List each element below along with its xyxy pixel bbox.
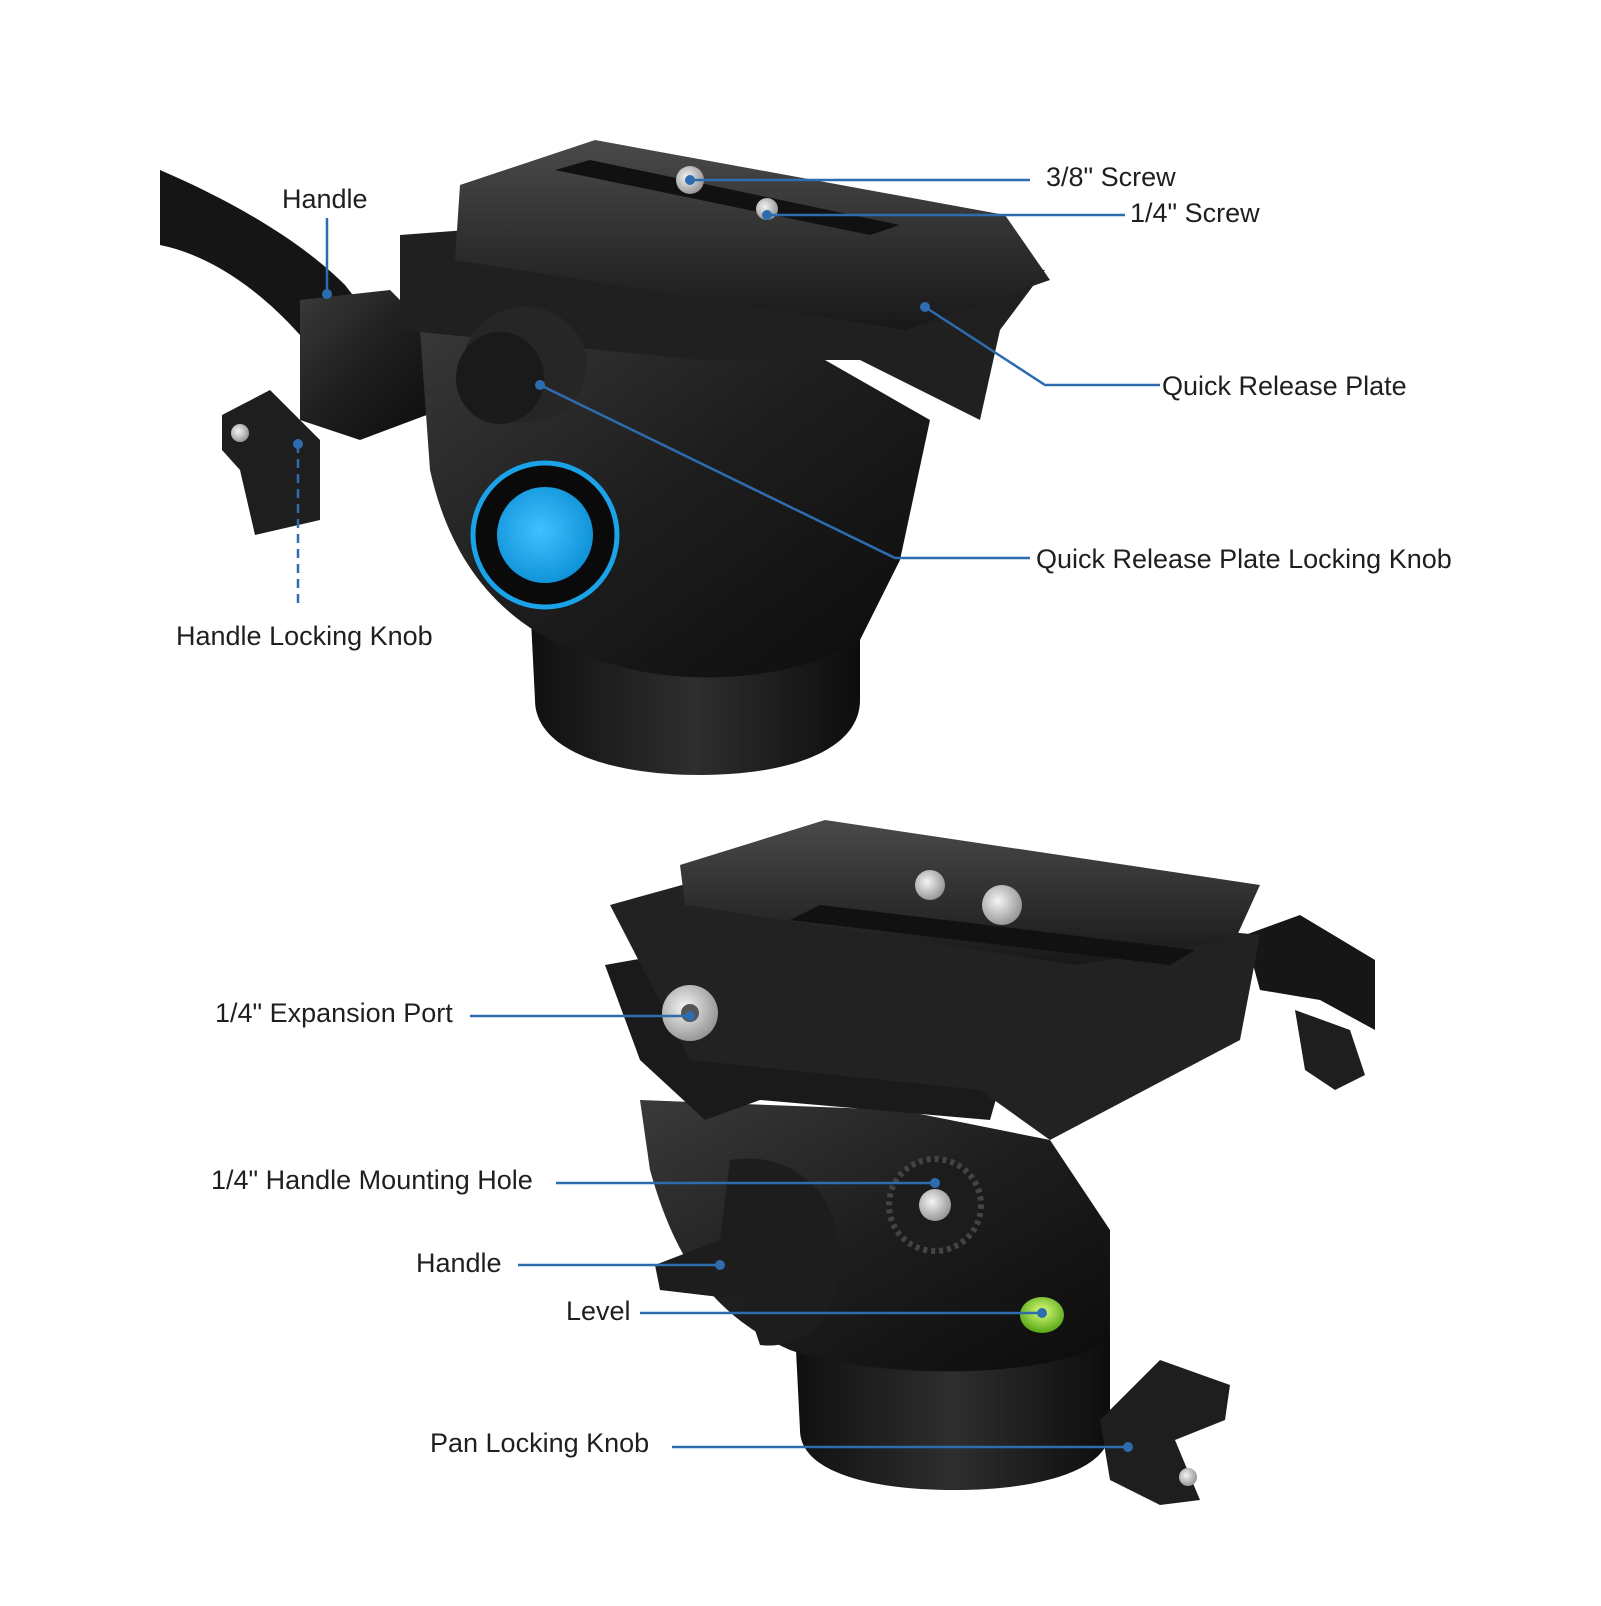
bottom-handle-arm bbox=[1245, 915, 1375, 1030]
dot-handle bbox=[322, 289, 332, 299]
dot-pan-locking-knob bbox=[1123, 1442, 1133, 1452]
label-handle-top: Handle bbox=[282, 184, 368, 214]
top-fluid-head bbox=[160, 140, 1050, 775]
label-quick-release-plate: Quick Release Plate bbox=[1162, 371, 1407, 401]
bottom-fluid-head bbox=[605, 820, 1375, 1505]
dot-expansion-port bbox=[685, 1011, 695, 1021]
top-leader-dots bbox=[293, 175, 930, 449]
label-level: Level bbox=[566, 1296, 631, 1326]
bottom-base bbox=[795, 1330, 1110, 1490]
pan-locking-knob-shape bbox=[1100, 1360, 1230, 1505]
dot-screw-14 bbox=[762, 210, 772, 220]
handle-knob-screw-icon bbox=[231, 424, 249, 442]
label-handle-locking-knob: Handle Locking Knob bbox=[176, 621, 433, 651]
pan-knob-screw-icon bbox=[1179, 1468, 1197, 1486]
dot-quick-release-plate bbox=[920, 302, 930, 312]
bottom-leader-dots bbox=[685, 1011, 1133, 1452]
dot-screw-38 bbox=[685, 175, 695, 185]
dot-handle-locking-knob bbox=[293, 439, 303, 449]
label-screw-38: 3/8" Screw bbox=[1046, 162, 1176, 192]
leader-quick-release-plate bbox=[924, 305, 1160, 387]
label-pan-locking-knob: Pan Locking Knob bbox=[430, 1428, 650, 1458]
bottom-screw-large-icon bbox=[982, 885, 1022, 925]
label-screw-14: 1/4" Screw bbox=[1130, 198, 1260, 228]
quick-release-plate-shape bbox=[455, 140, 1050, 330]
dot-level bbox=[1037, 1308, 1047, 1318]
bottom-screw-small-icon bbox=[915, 870, 945, 900]
bottom-leader-lines bbox=[470, 1014, 1128, 1449]
label-expansion-port: 1/4" Expansion Port bbox=[215, 998, 453, 1028]
bottom-plate-slot bbox=[790, 905, 1195, 965]
plate-locking-knob-face bbox=[456, 332, 544, 424]
leader-plate-locking-knob bbox=[539, 383, 1030, 560]
bottom-handle-knob bbox=[1295, 1010, 1365, 1090]
top-blue-disc bbox=[497, 487, 593, 583]
handle-locking-knob-shape bbox=[222, 390, 320, 535]
top-leader-lines bbox=[296, 178, 1160, 608]
dot-handle-mounting-hole bbox=[930, 1178, 940, 1188]
dot-bottom-handle bbox=[715, 1260, 725, 1270]
bottom-plate bbox=[680, 820, 1260, 965]
dot-plate-locking-knob bbox=[535, 380, 545, 390]
label-handle-bottom: Handle bbox=[416, 1248, 502, 1278]
label-handle-mounting-hole: 1/4" Handle Mounting Hole bbox=[211, 1165, 533, 1195]
handle-mounting-hole-icon bbox=[919, 1189, 951, 1221]
label-plate-locking-knob: Quick Release Plate Locking Knob bbox=[1036, 544, 1452, 574]
bottom-pan-handle bbox=[655, 1158, 840, 1346]
